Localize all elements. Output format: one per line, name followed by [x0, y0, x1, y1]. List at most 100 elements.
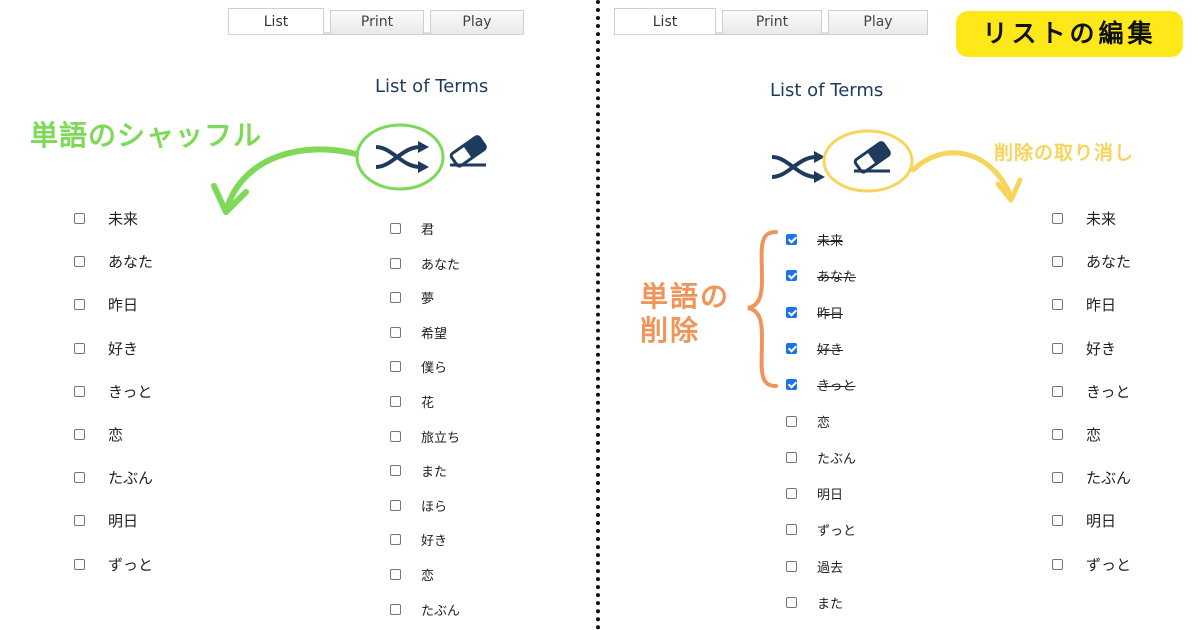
term-checkbox[interactable]: [74, 472, 85, 484]
list-item[interactable]: 好き: [74, 338, 138, 359]
term-checkbox[interactable]: [390, 292, 401, 304]
term-checkbox[interactable]: [74, 558, 85, 570]
list-item[interactable]: 未来: [1052, 208, 1116, 229]
term-label: あなた: [421, 257, 461, 273]
list-item[interactable]: 恋: [74, 424, 123, 445]
term-checkbox[interactable]: [1052, 558, 1063, 570]
term-checkbox[interactable]: [786, 342, 797, 354]
list-item[interactable]: あなた: [390, 254, 460, 273]
list-item[interactable]: 過去: [786, 557, 843, 576]
eraser-icon[interactable]: [852, 140, 892, 174]
list-item[interactable]: あなた: [74, 251, 153, 272]
page-title: List of Terms: [770, 80, 884, 101]
term-checkbox[interactable]: [74, 256, 85, 268]
term-checkbox[interactable]: [74, 515, 85, 527]
term-checkbox[interactable]: [786, 488, 797, 500]
tab-print[interactable]: Print: [330, 10, 424, 34]
tab-print[interactable]: Print: [722, 10, 822, 34]
term-checkbox[interactable]: [786, 379, 797, 391]
list-item[interactable]: あなた: [1052, 251, 1131, 272]
list-item[interactable]: ほら: [390, 496, 447, 515]
list-item[interactable]: あなた: [786, 266, 856, 285]
term-checkbox[interactable]: [390, 361, 401, 373]
term-checkbox[interactable]: [390, 396, 401, 407]
list-item[interactable]: 恋: [786, 412, 830, 431]
list-item[interactable]: たぶん: [74, 467, 153, 488]
term-checkbox[interactable]: [390, 569, 401, 580]
list-item[interactable]: ずっと: [786, 520, 856, 539]
tab-list[interactable]: List: [614, 8, 716, 34]
term-checkbox[interactable]: [786, 270, 797, 282]
term-checkbox[interactable]: [74, 385, 85, 397]
term-checkbox[interactable]: [390, 603, 401, 615]
list-item[interactable]: 好き: [786, 339, 843, 358]
list-item[interactable]: 昨日: [74, 294, 138, 315]
tab-play[interactable]: Play: [828, 10, 928, 34]
list-item[interactable]: 明日: [74, 510, 138, 531]
term-checkbox[interactable]: [390, 465, 401, 477]
list-item[interactable]: 花: [390, 392, 434, 411]
shuffle-icon[interactable]: [770, 150, 828, 184]
term-label: あなた: [817, 270, 857, 286]
term-checkbox[interactable]: [390, 430, 401, 442]
list-item[interactable]: 夢: [390, 288, 434, 307]
term-checkbox[interactable]: [390, 326, 401, 338]
list-item[interactable]: 昨日: [1052, 294, 1116, 315]
term-checkbox[interactable]: [786, 234, 797, 245]
list-item[interactable]: 明日: [1052, 510, 1116, 531]
list-item[interactable]: 恋: [1052, 424, 1101, 445]
term-checkbox[interactable]: [786, 597, 797, 608]
term-checkbox[interactable]: [1052, 429, 1063, 440]
term-checkbox[interactable]: [74, 342, 85, 354]
term-checkbox[interactable]: [390, 223, 401, 234]
term-checkbox[interactable]: [1052, 472, 1063, 484]
list-item[interactable]: 明日: [786, 484, 843, 503]
list-item[interactable]: 僕ら: [390, 357, 447, 376]
list-item[interactable]: ずっと: [1052, 554, 1131, 575]
eraser-icon[interactable]: [448, 134, 488, 168]
list-item[interactable]: 旅立ち: [390, 427, 460, 446]
list-item[interactable]: 君: [390, 219, 434, 238]
list-item[interactable]: 好き: [1052, 338, 1116, 359]
shuffle-arrow: [225, 146, 359, 208]
list-item[interactable]: たぶん: [1052, 467, 1131, 488]
list-item[interactable]: また: [786, 593, 843, 612]
undo-arrow: [910, 150, 1013, 197]
term-checkbox[interactable]: [74, 429, 85, 440]
list-item[interactable]: ずっと: [74, 554, 153, 575]
term-checkbox[interactable]: [786, 524, 797, 536]
list-item[interactable]: また: [390, 461, 447, 480]
term-checkbox[interactable]: [786, 415, 797, 427]
shuffle-arrow-head: [211, 183, 249, 215]
term-checkbox[interactable]: [786, 306, 797, 318]
tab-play[interactable]: Play: [430, 10, 524, 34]
list-item[interactable]: きっと: [74, 381, 152, 402]
list-item[interactable]: 好き: [390, 530, 447, 549]
term-checkbox[interactable]: [390, 534, 401, 546]
term-checkbox[interactable]: [1052, 515, 1063, 527]
term-label: 未来: [1086, 210, 1117, 228]
term-checkbox[interactable]: [74, 299, 85, 311]
list-item[interactable]: 恋: [390, 565, 434, 584]
list-item[interactable]: 未来: [74, 208, 138, 229]
term-checkbox[interactable]: [74, 213, 85, 224]
term-checkbox[interactable]: [1052, 256, 1063, 268]
list-item[interactable]: たぶん: [786, 448, 856, 467]
list-item[interactable]: きっと: [1052, 381, 1130, 402]
list-item[interactable]: 昨日: [786, 303, 843, 322]
list-item[interactable]: たぶん: [390, 600, 460, 619]
term-checkbox[interactable]: [786, 451, 797, 463]
term-checkbox[interactable]: [1052, 213, 1063, 224]
term-checkbox[interactable]: [1052, 299, 1063, 311]
term-checkbox[interactable]: [390, 257, 401, 269]
list-item[interactable]: 未来: [786, 230, 843, 249]
term-checkbox[interactable]: [786, 560, 797, 572]
list-item[interactable]: 希望: [390, 323, 447, 342]
term-label: 君: [421, 223, 435, 238]
term-checkbox[interactable]: [1052, 342, 1063, 354]
list-item[interactable]: きっと: [786, 375, 855, 394]
shuffle-icon[interactable]: [374, 140, 432, 174]
term-checkbox[interactable]: [1052, 385, 1063, 397]
tab-list[interactable]: List: [228, 8, 324, 34]
term-checkbox[interactable]: [390, 499, 401, 511]
